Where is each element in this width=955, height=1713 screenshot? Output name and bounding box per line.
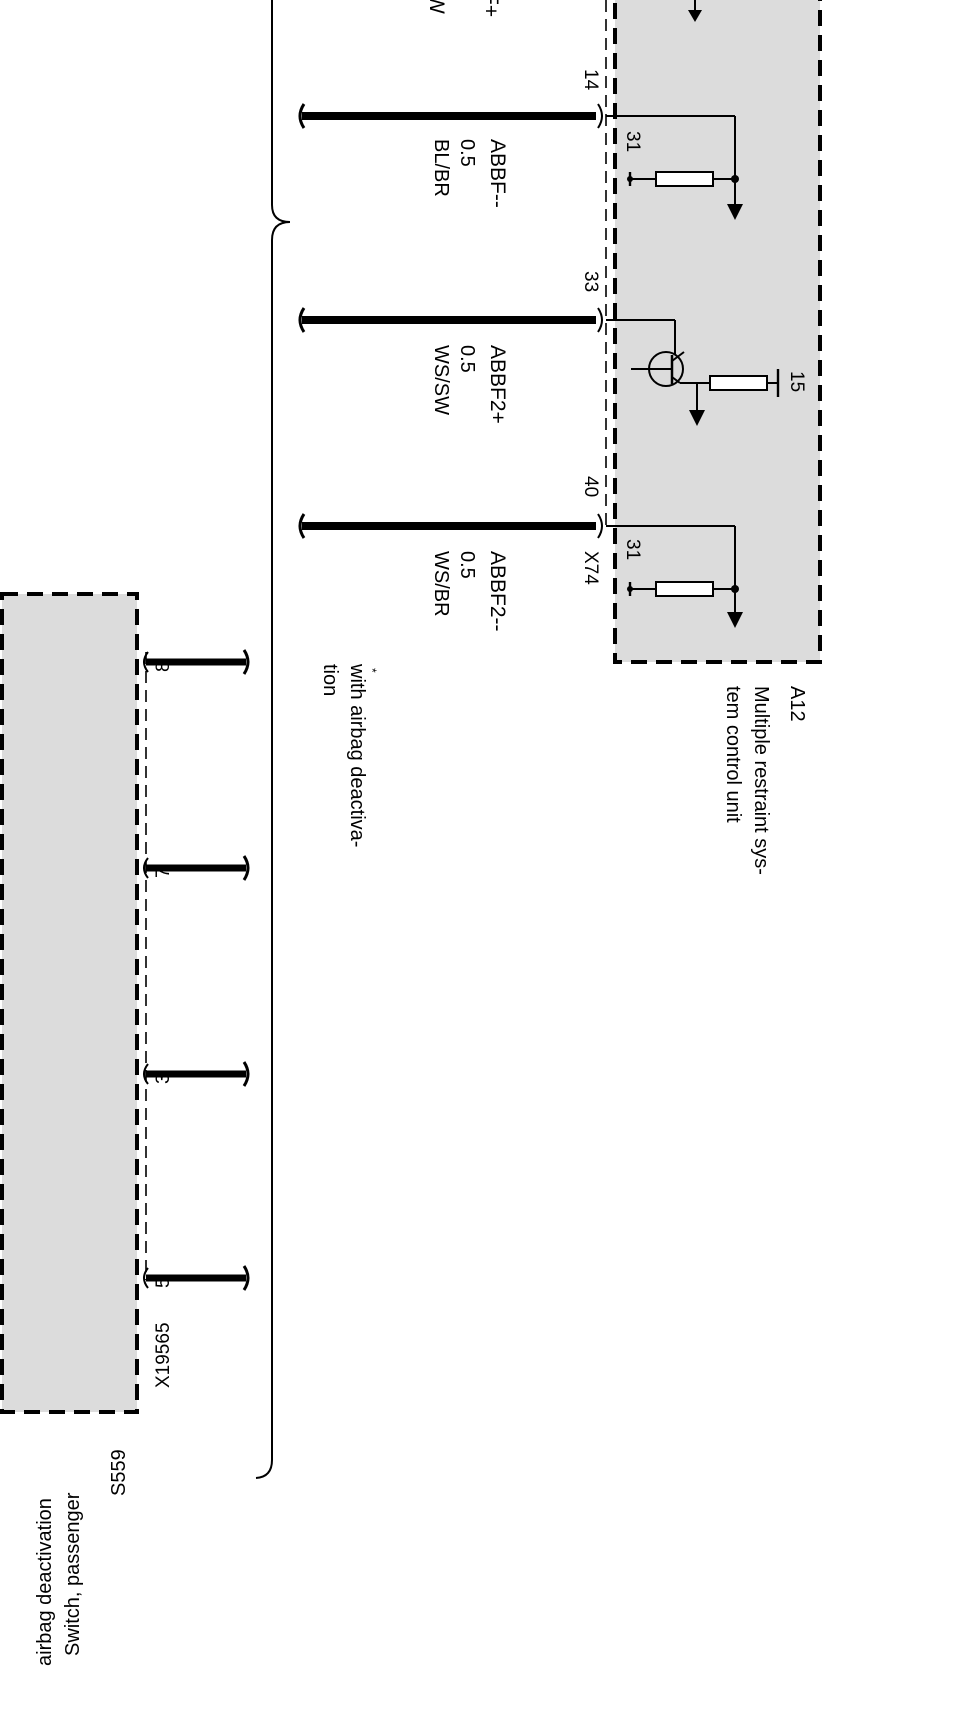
arrow-icon bbox=[689, 410, 705, 426]
wire-14-color: BL/BR bbox=[430, 139, 452, 197]
connector-x19565-label: X19565 bbox=[153, 1322, 174, 1388]
pin-40-label: 40 bbox=[580, 476, 601, 498]
control-unit-name-1: Multiple restraint sys- bbox=[750, 686, 772, 875]
switch-wire-3 bbox=[143, 1061, 250, 1087]
wire-33-color: WS/SW bbox=[430, 345, 452, 415]
switch-pin-3: 3 bbox=[153, 1073, 174, 1084]
wire-14-size: 0.5 bbox=[456, 139, 478, 167]
switch-wire-7 bbox=[143, 855, 250, 881]
switch-pin-7: 7 bbox=[153, 867, 174, 878]
top-arrow-icon bbox=[688, 0, 702, 22]
switch-box bbox=[0, 592, 139, 1414]
wire-33-name: ABBF2+ bbox=[486, 345, 509, 424]
arrow-icon bbox=[727, 204, 743, 220]
note-line-1: with airbag deactiva- bbox=[346, 664, 368, 848]
connector-x74-label: X74 bbox=[580, 551, 601, 585]
wire-40-name: ABBF2-- bbox=[486, 551, 509, 632]
switch-name-1: Switch, passenger bbox=[62, 1492, 84, 1656]
pin-33-label: 33 bbox=[580, 271, 601, 293]
wire-40-color: WS/BR bbox=[430, 551, 452, 617]
note-line-2: tion bbox=[319, 664, 341, 697]
wire-14-name: ABBF-- bbox=[486, 139, 509, 208]
control-unit-name-2: tem control unit bbox=[722, 686, 744, 823]
top-wire-label-right: F+ bbox=[479, 0, 502, 18]
internal-circuit-14 bbox=[606, 115, 743, 220]
switch-name-2: airbag deactivation bbox=[34, 1498, 56, 1666]
switch-pin-5: 5 bbox=[153, 1277, 174, 1288]
wire-14 bbox=[298, 103, 603, 129]
ground-31-label-2: 31 bbox=[622, 539, 643, 561]
control-unit-id: A12 bbox=[786, 686, 808, 722]
pin-14-label: 14 bbox=[580, 69, 601, 91]
harness-brace bbox=[255, 0, 291, 1479]
internal-circuit-33 bbox=[606, 319, 780, 426]
wire-33 bbox=[298, 307, 603, 333]
control-unit-box bbox=[613, 0, 822, 664]
switch-wire-8 bbox=[143, 649, 250, 675]
ground-31-label-1: 31 bbox=[622, 131, 643, 153]
arrow-icon bbox=[727, 612, 743, 628]
top-wire-label-left: W bbox=[425, 0, 448, 14]
internal-circuit-40 bbox=[606, 525, 743, 628]
wire-40-size: 0.5 bbox=[456, 551, 478, 579]
wire-40 bbox=[298, 513, 603, 539]
switch-pin-8: 8 bbox=[153, 661, 174, 672]
wire-33-size: 0.5 bbox=[456, 345, 478, 373]
supply-15-label: 15 bbox=[786, 371, 807, 393]
switch-wire-5 bbox=[143, 1265, 250, 1291]
switch-id: S559 bbox=[108, 1449, 130, 1496]
